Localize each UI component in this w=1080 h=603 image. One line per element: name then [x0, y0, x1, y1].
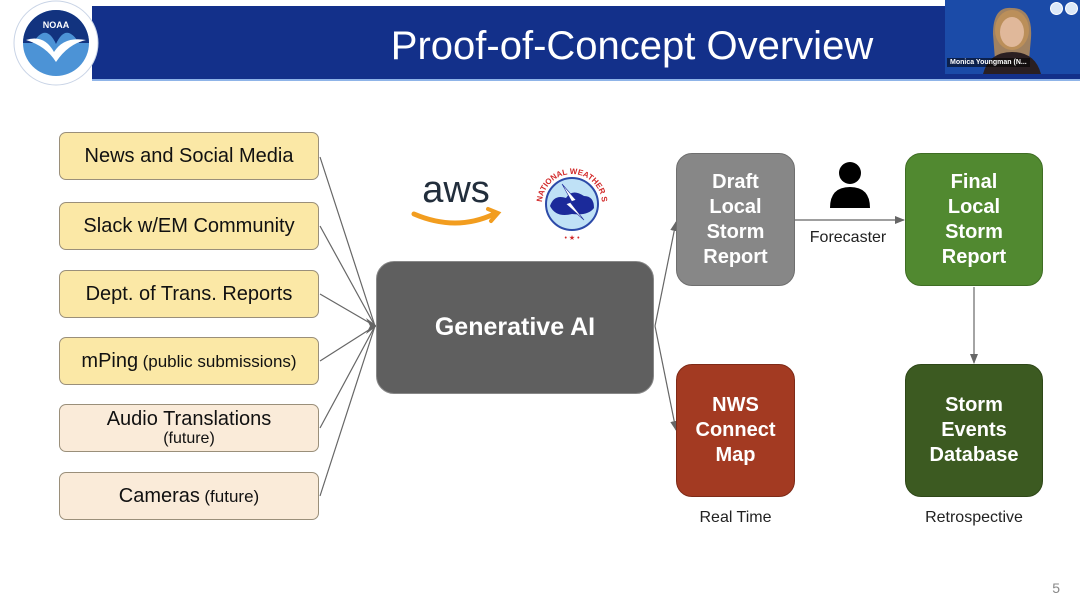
noaa-badge-icon [1050, 2, 1063, 15]
noaa-logo-icon: NOAA [13, 0, 99, 86]
participant-name: Monica Youngman (N... [947, 58, 1030, 67]
source-sublabel: (future) [163, 430, 215, 447]
real-time-caption: Real Time [699, 509, 772, 526]
source-audio-translations: Audio Translations (future) [59, 404, 319, 452]
final-local-storm-report-node: Final Local Storm Report [905, 153, 1043, 286]
nws-connect-map-node: NWS Connect Map [676, 364, 795, 497]
connector-source-6 [319, 325, 376, 497]
forecaster-caption: Forecaster [809, 229, 887, 246]
source-cameras: Cameras (future) [59, 472, 319, 520]
arrow-ai-to-nws-map [654, 325, 679, 431]
source-mping: mPing (public submissions) [59, 337, 319, 385]
draft-local-storm-report-node: Draft Local Storm Report [676, 153, 795, 286]
source-label: News and Social Media [84, 145, 294, 167]
storm-events-database-node: Storm Events Database [905, 364, 1043, 497]
source-dot-reports: Dept. of Trans. Reports [59, 270, 319, 318]
arrow-ai-to-draft [654, 221, 679, 327]
call-badges [1050, 2, 1078, 15]
connector-source-3 [319, 293, 376, 327]
source-label: Cameras [118, 485, 200, 507]
source-label: Slack w/EM Community [83, 215, 295, 237]
participant-video-tile[interactable]: Monica Youngman (N... [945, 0, 1080, 74]
nws-logo-icon: NATIONAL WEATHER SERVICE • ★ • [532, 164, 610, 242]
nws-badge-icon [1065, 2, 1078, 15]
svg-text:• ★ •: • ★ • [564, 234, 580, 242]
page-number: 5 [1052, 580, 1060, 596]
source-sublabel: (public submissions) [142, 352, 297, 371]
retrospective-caption: Retrospective [925, 509, 1023, 526]
source-sublabel: (future) [204, 487, 260, 506]
connector-source-2 [319, 225, 376, 327]
source-label: Dept. of Trans. Reports [85, 283, 293, 305]
connector-source-4 [319, 325, 376, 362]
generative-ai-node: Generative AI [376, 261, 654, 394]
source-news-social-media: News and Social Media [59, 132, 319, 180]
source-slack-em-community: Slack w/EM Community [59, 202, 319, 250]
person-icon [830, 162, 870, 208]
connector-source-5 [319, 325, 376, 429]
slide-title: Proof-of-Concept Overview [390, 24, 874, 68]
source-label: mPing [81, 350, 139, 372]
noaa-logo-text: NOAA [43, 20, 70, 30]
slide-header: Proof-of-Concept Overview [92, 6, 1080, 81]
connector-source-1 [319, 156, 376, 327]
aws-logo-text: aws [422, 169, 490, 211]
aws-logo-icon: aws [411, 169, 502, 226]
source-label: Audio Translations [106, 408, 272, 430]
